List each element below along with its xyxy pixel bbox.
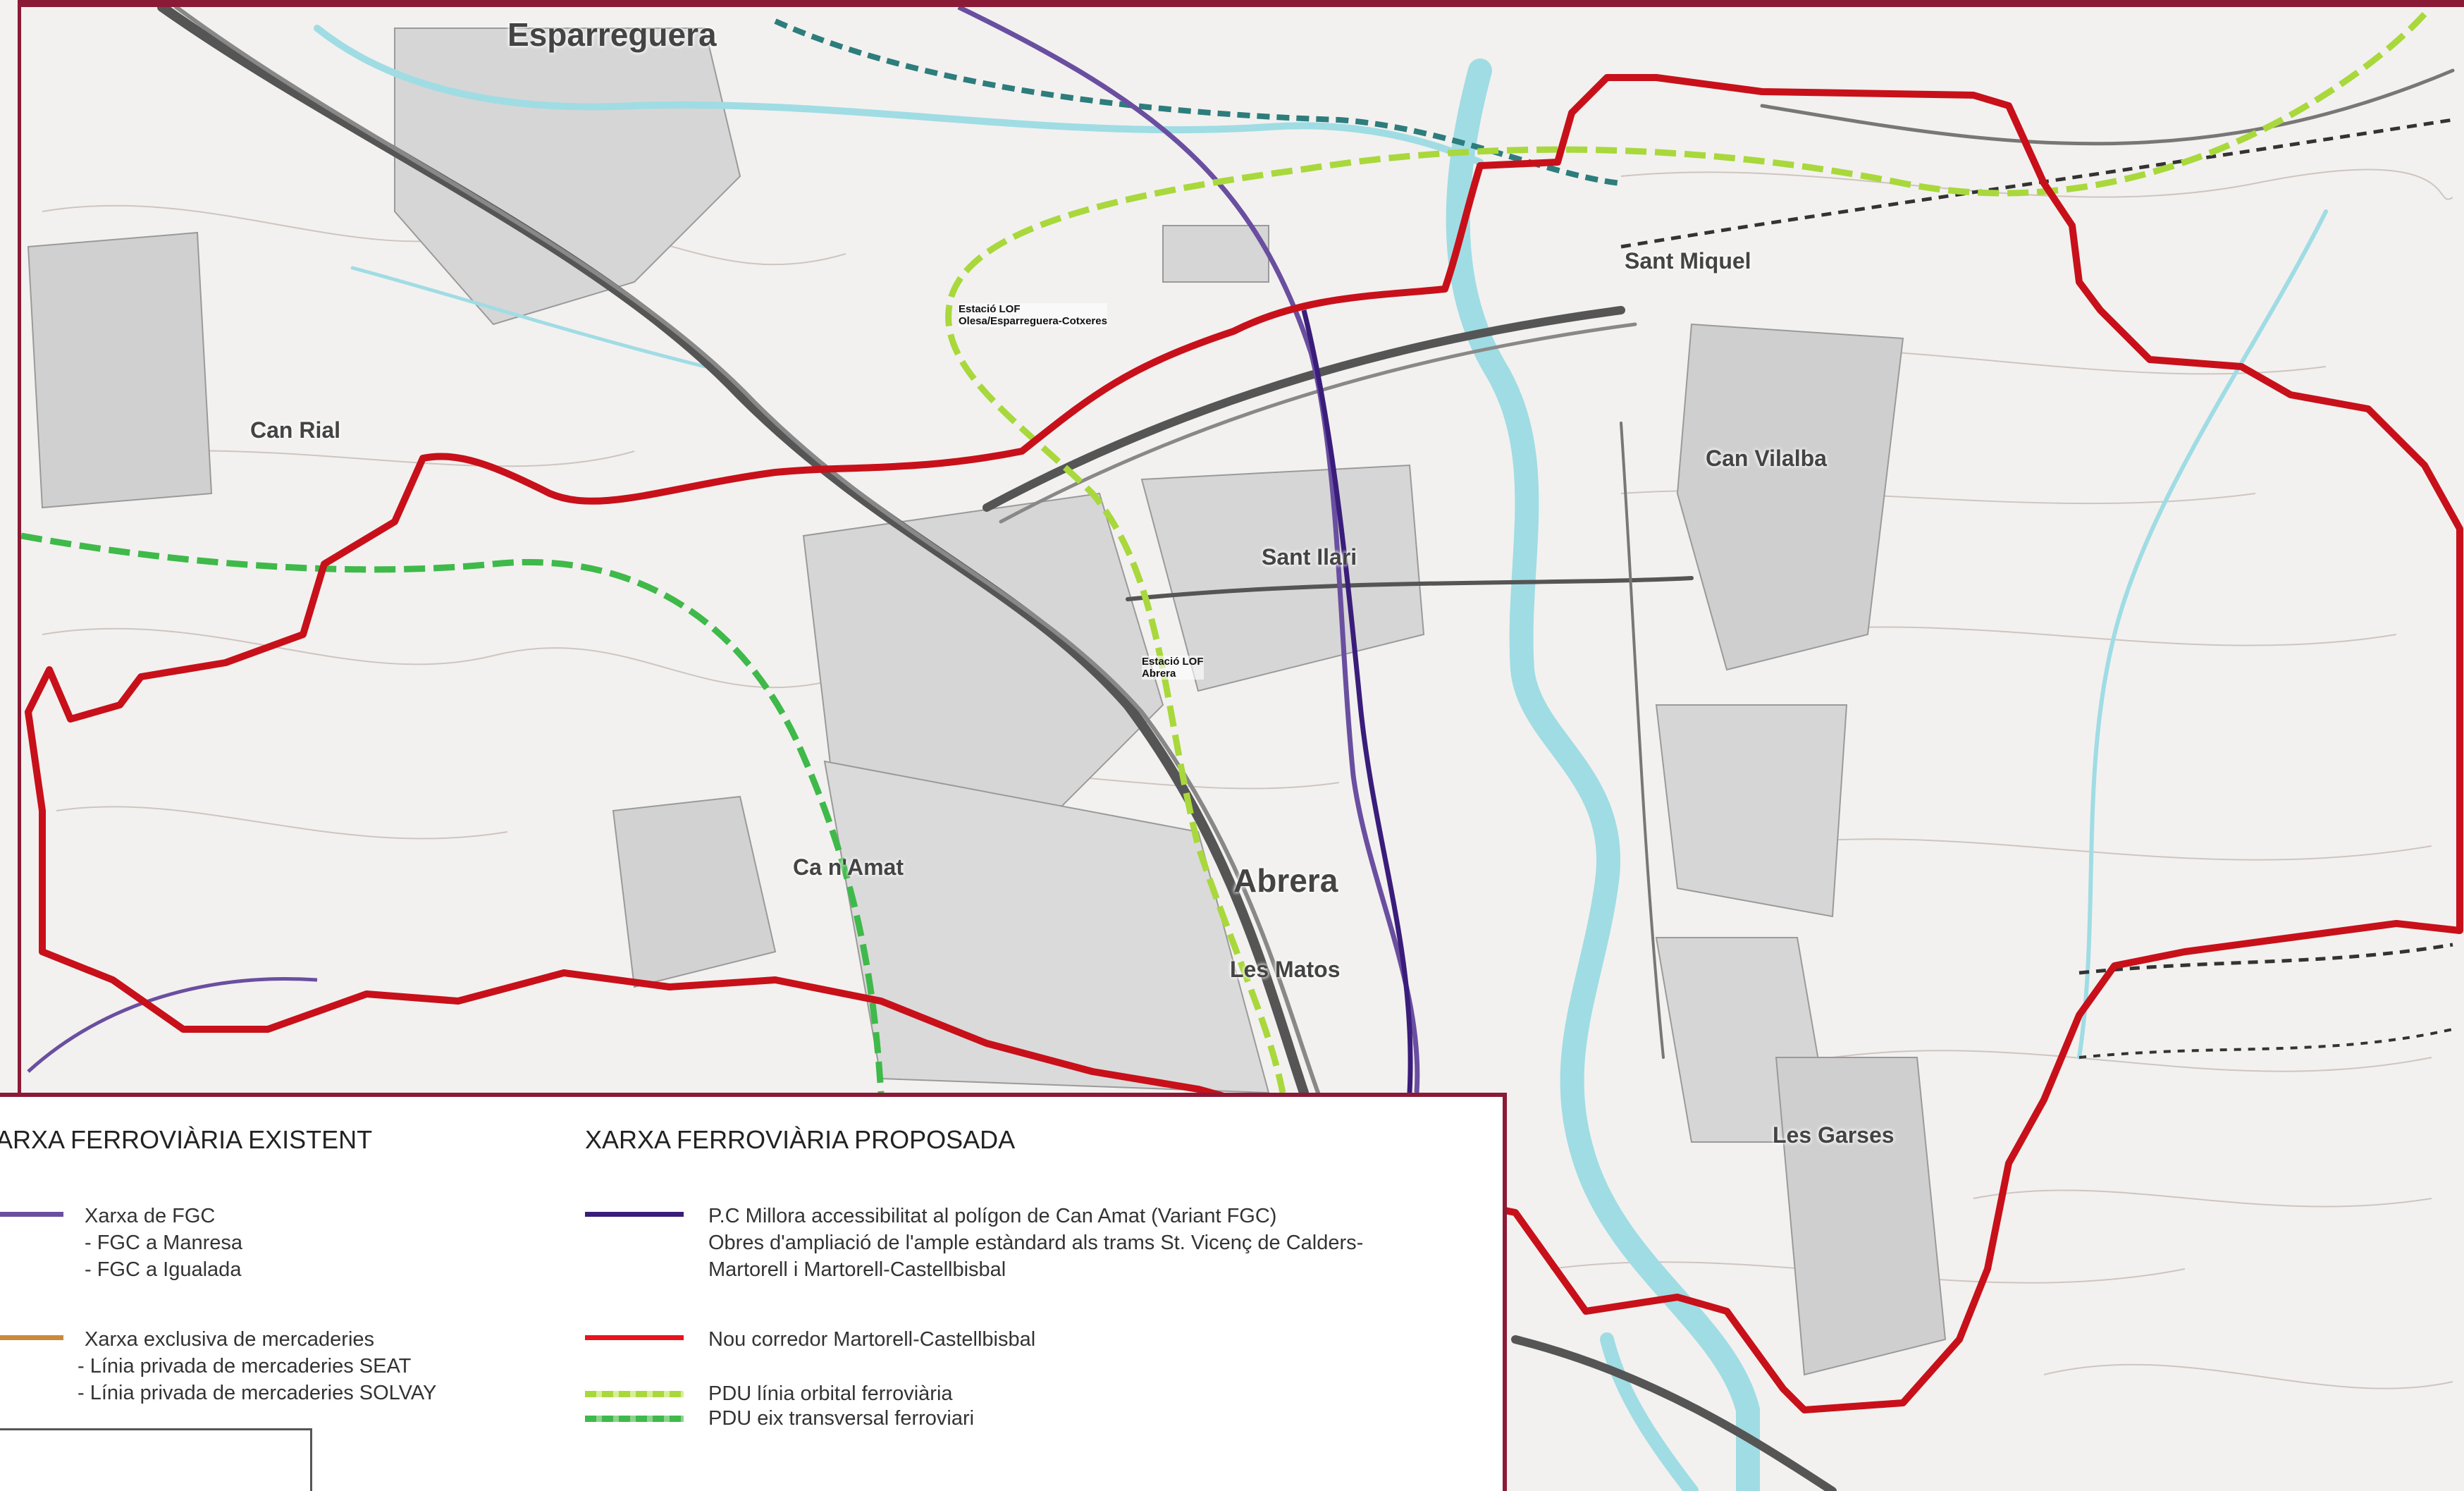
place-label: Abrera: [1233, 862, 1338, 899]
legend-swatch-transversal: [585, 1416, 684, 1422]
legend-proposed-title: XARXA FERROVIÀRIA PROPOSADA: [585, 1125, 1016, 1154]
legend-freight-sub: - Línia privada de mercaderies SEAT: [78, 1355, 412, 1378]
legend-swatch-freight: [0, 1335, 63, 1340]
place-label: Ca n'Amat: [793, 854, 904, 880]
map-legend: XARXA FERROVIÀRIA EXISTENT XARXA FERROVI…: [0, 1093, 1507, 1491]
legend-swatch-orbital: [585, 1391, 684, 1397]
station-line2: Abrera: [1142, 668, 1176, 680]
legend-orbital-label: PDU línia orbital ferroviària: [708, 1382, 953, 1405]
place-label: Les Garses: [1773, 1122, 1895, 1148]
urban-areas: [27, 27, 1947, 1376]
roads: [157, 2, 2455, 1491]
place-label: Sant Miquel: [1625, 248, 1751, 274]
fgc-proposed-variant: [1301, 309, 1413, 1093]
station-line1: Estació LOF: [959, 303, 1021, 315]
station-label: Estació LOF Olesa/Esparreguera-Cotxeres: [959, 303, 1107, 327]
legend-swatch-corridor: [585, 1335, 684, 1340]
place-label: Can Rial: [250, 417, 341, 443]
map-frame-left: [0, 0, 21, 1093]
legend-freight-label: Xarxa exclusiva de mercaderies: [85, 1328, 375, 1351]
place-label: Can Vilalba: [1706, 446, 1827, 471]
legend-fgc-sub: - FGC a Manresa: [85, 1232, 242, 1254]
station-label: Estació LOF Abrera: [1142, 656, 1204, 680]
place-label: Esparreguera: [507, 16, 717, 53]
legend-pc-line: P.C Millora accessibilitat al polígon de…: [708, 1205, 1277, 1227]
legend-fgc-label: Xarxa de FGC: [85, 1205, 216, 1227]
legend-transversal-label: PDU eix transversal ferroviari: [708, 1407, 975, 1430]
pdu-transversal-line: [20, 532, 885, 1093]
pdu-orbital-line: [945, 11, 2427, 1093]
map-frame-top: [0, 0, 2464, 7]
legend-pc-line: Martorell i Martorell-Castellbisbal: [708, 1258, 1006, 1281]
fgc-lower-branch: [27, 977, 318, 1073]
place-label: Sant Ilari: [1262, 544, 1357, 570]
new-corridor-boundary: [25, 74, 2463, 1413]
rivers: [314, 25, 2328, 1491]
legend-freight-sub: - Línia privada de mercaderies SOLVAY: [78, 1382, 437, 1404]
legend-scale-box: [0, 1428, 312, 1491]
legend-corridor-label: Nou corredor Martorell-Castellbisbal: [708, 1328, 1036, 1351]
station-line2: Olesa/Esparreguera-Cotxeres: [959, 315, 1107, 327]
fgc-existing-line: [957, 4, 1420, 1093]
legend-pc-line: Obres d'ampliació de l'ample estàndard a…: [708, 1232, 1364, 1254]
place-label: Les Matos: [1230, 957, 1341, 982]
legend-swatch-fgc: [0, 1212, 63, 1217]
station-line1: Estació LOF: [1142, 656, 1204, 668]
legend-fgc-sub: - FGC a Igualada: [85, 1258, 242, 1281]
legend-existing-title: XARXA FERROVIÀRIA EXISTENT: [0, 1125, 373, 1154]
legend-swatch-fgc-proposed: [585, 1212, 684, 1217]
